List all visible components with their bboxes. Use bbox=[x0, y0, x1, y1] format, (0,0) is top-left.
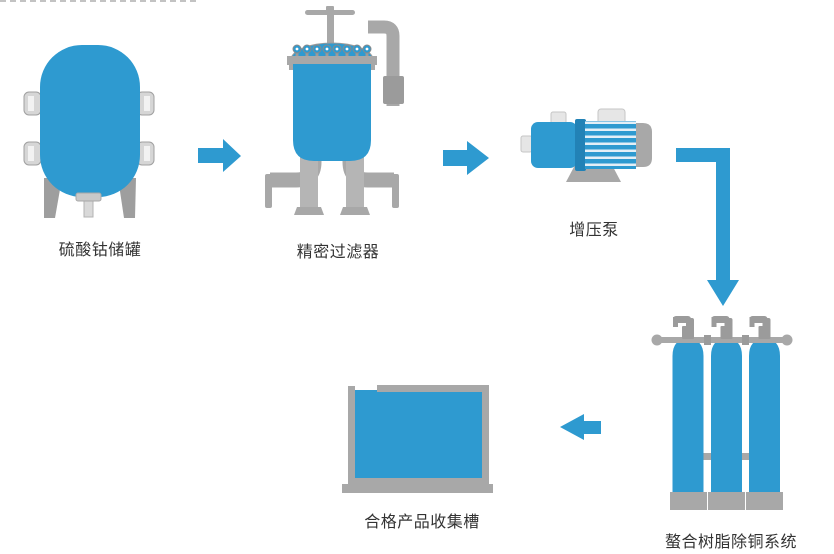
resin-columns bbox=[672, 339, 780, 492]
chelating-resin-system-icon bbox=[651, 316, 793, 510]
pump-motor-fins bbox=[585, 121, 636, 169]
resin-column-bases bbox=[670, 492, 783, 510]
tank-drain-valve bbox=[75, 192, 102, 218]
filter-bolts bbox=[292, 44, 372, 58]
cobalt-sulfate-storage-tank-icon bbox=[23, 45, 155, 218]
filter-bottom-pipes bbox=[265, 144, 399, 215]
collection-tank-icon bbox=[342, 385, 493, 493]
pump-end-cap bbox=[636, 123, 652, 167]
filter-body bbox=[293, 64, 371, 161]
pump-head bbox=[531, 122, 577, 168]
filter-outlet-pipe bbox=[368, 20, 404, 106]
label-storage-tank: 硫酸钴储罐 bbox=[58, 242, 142, 259]
collection-tank-liquid bbox=[355, 390, 482, 480]
tank-body bbox=[40, 45, 140, 197]
label-precision-filter: 精密过滤器 bbox=[296, 244, 380, 261]
dashed-border-artifact bbox=[0, 0, 196, 2]
label-booster-pump: 增压泵 bbox=[569, 222, 619, 239]
arrow-right-2 bbox=[443, 141, 489, 175]
label-collection-tank: 合格产品收集槽 bbox=[364, 514, 480, 531]
precision-filter-icon bbox=[265, 6, 404, 215]
arrow-down-elbow bbox=[676, 148, 739, 306]
arrow-right-1 bbox=[198, 139, 241, 172]
filter-valve-handle bbox=[305, 6, 355, 49]
pump-flange bbox=[575, 119, 586, 171]
collection-tank-walls bbox=[342, 385, 493, 493]
label-resin-system: 螯合树脂除铜系统 bbox=[664, 534, 797, 551]
arrow-left bbox=[560, 414, 601, 440]
resin-valve-heads bbox=[673, 316, 771, 339]
resin-top-manifold bbox=[651, 334, 793, 346]
booster-pump-icon bbox=[520, 108, 652, 182]
